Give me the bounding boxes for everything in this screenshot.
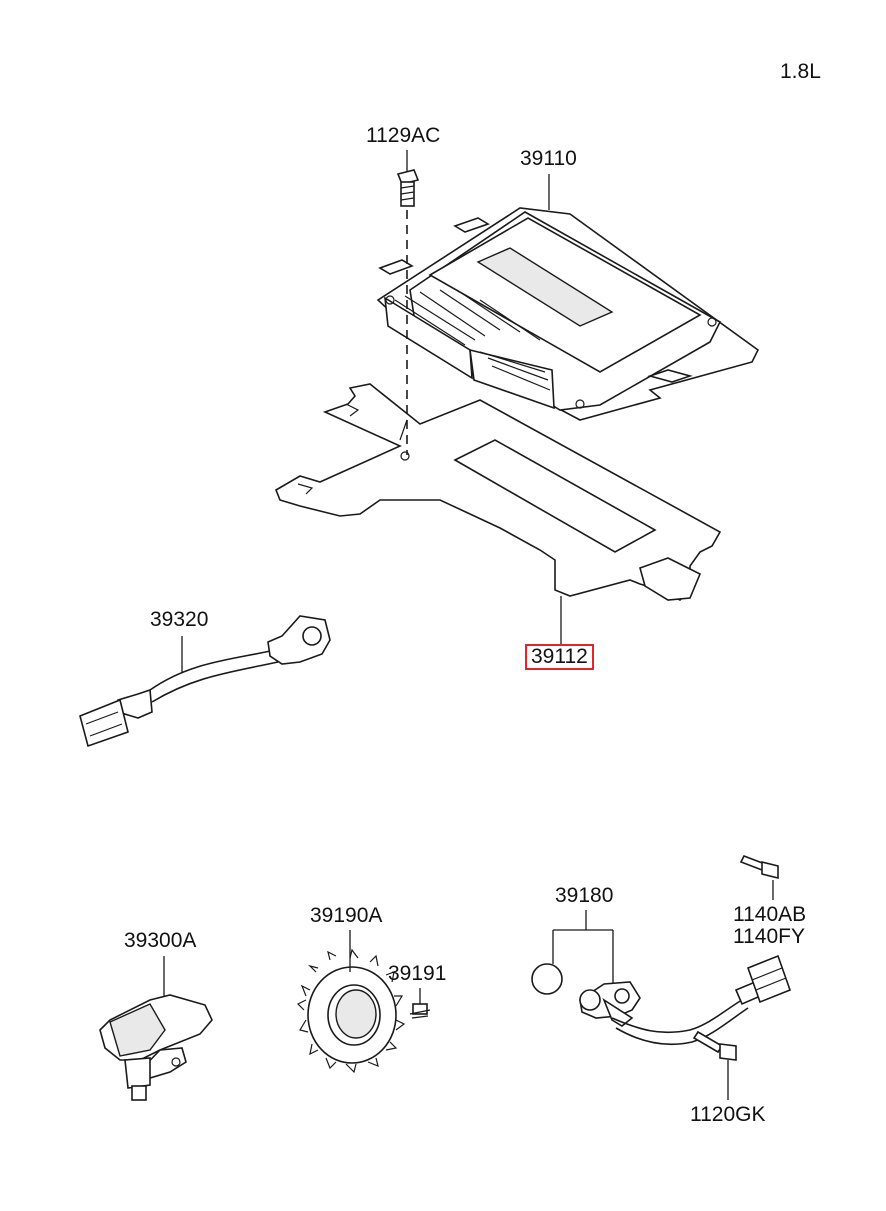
bracket-hole-line bbox=[399, 419, 408, 441]
callout-39110[interactable]: 39110 bbox=[520, 147, 577, 170]
callout-39180[interactable]: 39180 bbox=[555, 884, 614, 907]
bolt-1129ac[interactable] bbox=[396, 169, 420, 207]
callout-1129ac[interactable]: 1129AC bbox=[366, 124, 441, 147]
callout-1120gk[interactable]: 1120GK bbox=[690, 1103, 766, 1126]
callout-39190a[interactable]: 39190A bbox=[310, 904, 383, 927]
wheel-screw-39191[interactable] bbox=[409, 1003, 431, 1019]
ecu-module[interactable] bbox=[376, 207, 760, 421]
callout-39320[interactable]: 39320 bbox=[150, 608, 209, 631]
knock-sensor[interactable] bbox=[79, 615, 331, 748]
bolt-1120gk[interactable] bbox=[692, 1030, 737, 1061]
engine-label: 1.8L bbox=[780, 60, 821, 83]
target-wheel[interactable] bbox=[296, 948, 406, 1074]
bolt-1140ab-1140fy[interactable] bbox=[739, 854, 779, 880]
map-sensor[interactable] bbox=[99, 994, 213, 1101]
callout-39300a[interactable]: 39300A bbox=[124, 929, 197, 952]
callout-1140fy[interactable]: 1140FY bbox=[733, 925, 805, 948]
crank-sensor[interactable] bbox=[531, 954, 792, 1046]
callout-39191[interactable]: 39191 bbox=[388, 962, 447, 985]
callout-39112-highlighted[interactable]: 39112 bbox=[525, 644, 594, 670]
mounting-bracket[interactable] bbox=[275, 383, 722, 601]
callout-1140ab[interactable]: 1140AB bbox=[733, 903, 807, 926]
o-ring bbox=[531, 963, 563, 995]
leader-lines bbox=[163, 150, 774, 1100]
